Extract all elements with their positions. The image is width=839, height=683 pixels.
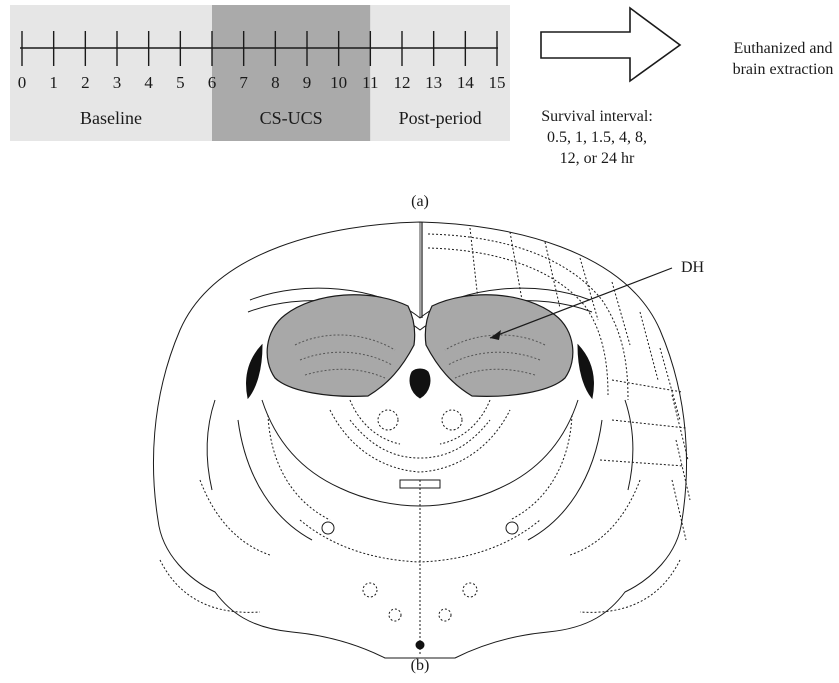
tick-label-15: 15 bbox=[489, 73, 506, 92]
tick-label-7: 7 bbox=[239, 73, 248, 92]
segment-label-0: Baseline bbox=[80, 108, 142, 128]
tick-label-4: 4 bbox=[144, 73, 153, 92]
timeline: 0123456789101112131415 BaselineCS-UCSPos… bbox=[10, 5, 510, 141]
tick-label-14: 14 bbox=[457, 73, 475, 92]
panel-b-label: (b) bbox=[411, 657, 430, 674]
brain-section-drawing bbox=[153, 222, 690, 658]
tick-label-2: 2 bbox=[81, 73, 90, 92]
survival-text-line2: 0.5, 1, 1.5, 4, 8, bbox=[547, 129, 647, 146]
tick-label-13: 13 bbox=[425, 73, 442, 92]
right-dorsal-hippocampus bbox=[425, 295, 573, 397]
white-matter-tracts bbox=[207, 400, 633, 540]
tick-label-12: 12 bbox=[394, 73, 411, 92]
segment-label-2: Post-period bbox=[399, 108, 482, 128]
tick-label-11: 11 bbox=[362, 73, 378, 92]
arrow-text-line2: brain extraction bbox=[733, 61, 834, 78]
tick-label-8: 8 bbox=[271, 73, 280, 92]
tick-label-1: 1 bbox=[49, 73, 58, 92]
dh-label: DH bbox=[681, 259, 705, 276]
tick-label-3: 3 bbox=[113, 73, 122, 92]
left-lateral-ventricle bbox=[247, 345, 262, 398]
tick-label-5: 5 bbox=[176, 73, 185, 92]
subcortical-structures bbox=[160, 400, 680, 621]
panel-a-label: (a) bbox=[411, 193, 429, 210]
tick-label-10: 10 bbox=[330, 73, 347, 92]
left-dorsal-hippocampus bbox=[267, 295, 415, 397]
right-lateral-ventricle bbox=[578, 345, 593, 398]
arrow-text-line1: Euthanized and bbox=[733, 40, 832, 57]
third-ventricle-top bbox=[410, 369, 430, 398]
tick-label-9: 9 bbox=[303, 73, 312, 92]
survival-text-line3: 12, or 24 hr bbox=[560, 150, 635, 167]
procedure-arrow bbox=[541, 8, 680, 81]
ventral-mark bbox=[416, 641, 424, 649]
tick-label-6: 6 bbox=[208, 73, 217, 92]
survival-text-line1: Survival interval: bbox=[541, 108, 653, 125]
tick-label-0: 0 bbox=[18, 73, 27, 92]
segment-label-1: CS-UCS bbox=[260, 108, 323, 128]
timeline-segment-labels: Baseline CS-UCS Post-period bbox=[80, 108, 482, 128]
